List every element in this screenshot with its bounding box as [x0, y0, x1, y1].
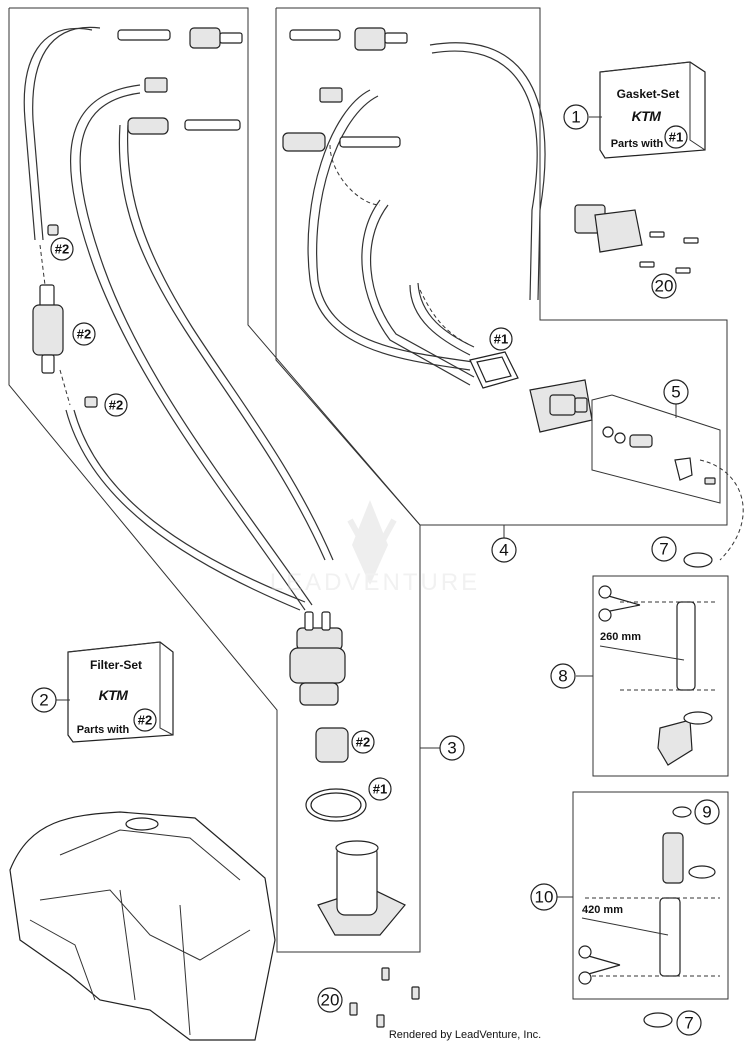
- svg-text:#2: #2: [109, 398, 123, 413]
- svg-text:20: 20: [321, 991, 340, 1010]
- group-frame-4: [275, 7, 728, 526]
- filter-set-box: Filter-Set KTM Parts with: [67, 641, 174, 743]
- callout-20-upper: 20: [651, 273, 677, 299]
- tank-flange-gasket: [469, 351, 519, 389]
- svg-text:9: 9: [702, 803, 711, 822]
- quick-connector-top-left: [117, 27, 243, 135]
- hose-260-assembly: [598, 585, 715, 766]
- group-frame-3: [8, 7, 421, 953]
- callout-3: 3: [439, 735, 465, 761]
- svg-text:#1: #1: [669, 130, 683, 145]
- svg-text:4: 4: [499, 541, 508, 560]
- svg-text:#2: #2: [55, 242, 69, 257]
- svg-text:7: 7: [659, 540, 668, 559]
- flange-small-parts: [602, 426, 716, 485]
- callout-20-lower: 20: [317, 987, 343, 1013]
- callout-8: 8: [550, 663, 593, 689]
- svg-text:2: 2: [39, 691, 48, 710]
- svg-text:3: 3: [447, 739, 456, 758]
- gasket-set-parts: [574, 204, 699, 274]
- svg-text:#2: #2: [77, 327, 91, 342]
- filter-set-brand: KTM: [99, 687, 129, 703]
- svg-text:10: 10: [535, 888, 554, 907]
- pump-filter-sleeve: [315, 727, 349, 763]
- callout-7-lower: 7: [676, 1010, 702, 1036]
- screws-20: [349, 967, 420, 1028]
- gasket-set-brand: KTM: [632, 108, 662, 124]
- ref-marker-2-sleeve: #2: [351, 730, 375, 754]
- hose-260-length: 260 mm: [600, 631, 641, 643]
- fuel-pump: [289, 611, 346, 706]
- fuel-hose-feed: [118, 124, 326, 561]
- ref-marker-1-gasket-box: #1: [664, 125, 688, 149]
- hose-420-length: 420 mm: [582, 904, 623, 916]
- fuel-hose-return: [69, 84, 306, 611]
- callout-5: 5: [663, 379, 689, 418]
- svg-text:#2: #2: [356, 735, 370, 750]
- fuel-hose-left-lower: [65, 409, 301, 611]
- footer-credit: Rendered by LeadVenture, Inc.: [389, 1029, 541, 1041]
- watermark-text: LEADVENTURE: [270, 569, 480, 596]
- group-frame-10: [572, 791, 729, 1000]
- gasket-set-title: Gasket-Set: [617, 87, 680, 101]
- ref-marker-2-filter: #2: [72, 322, 96, 346]
- callout-7-upper: 7: [651, 536, 677, 562]
- gasket-set-box: Gasket-Set KTM Parts with: [599, 61, 706, 159]
- filter-set-title: Filter-Set: [90, 658, 142, 672]
- callout-9: 9: [694, 799, 720, 825]
- svg-text:#2: #2: [138, 713, 152, 728]
- ref-marker-2-lower: #2: [104, 393, 128, 417]
- ref-marker-2-top: #2: [50, 237, 74, 261]
- fuel-hose-left-outer: [23, 27, 93, 241]
- group-frame-5: [591, 394, 721, 504]
- quick-connectors-group-4: [282, 27, 408, 152]
- svg-text:8: 8: [558, 667, 567, 686]
- ref-marker-1-oring: #1: [368, 777, 392, 801]
- callout-2: 2: [31, 687, 70, 713]
- pump-oring: [305, 788, 367, 822]
- hose-clamp-upper: [683, 552, 713, 568]
- callout-4: 4: [491, 525, 517, 563]
- ref-marker-1-flange: #1: [489, 327, 513, 351]
- svg-text:1: 1: [571, 108, 580, 127]
- hose-420-assembly: [578, 806, 720, 985]
- callout-1: 1: [563, 104, 602, 130]
- fuel-filter: [32, 224, 98, 408]
- svg-text:#1: #1: [494, 332, 508, 347]
- gasket-set-parts-with: Parts with: [611, 138, 664, 150]
- svg-text:7: 7: [684, 1014, 693, 1033]
- svg-text:20: 20: [655, 277, 674, 296]
- pump-flange: [317, 840, 406, 936]
- tank-outlet-flange: [529, 379, 593, 433]
- ref-marker-2-filter-box: #2: [133, 708, 157, 732]
- watermark-logo: LEADVENTURE: [270, 500, 480, 596]
- svg-text:5: 5: [671, 383, 680, 402]
- hose-clamp-lower: [643, 1012, 673, 1028]
- callout-10: 10: [530, 883, 573, 911]
- svg-text:#1: #1: [373, 782, 387, 797]
- filter-set-parts-with: Parts with: [77, 724, 130, 736]
- fuel-tank: [9, 811, 276, 1041]
